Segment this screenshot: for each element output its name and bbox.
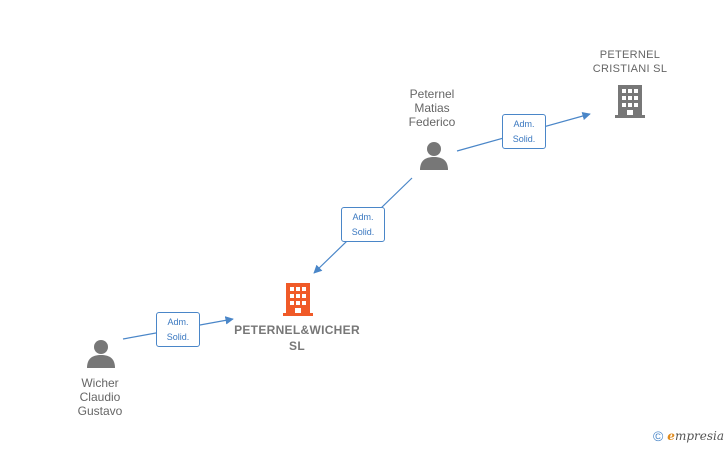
brand-logo: empresia — [667, 429, 724, 443]
company-label-peternel-wicher[interactable]: PETERNEL&WICHER SL — [234, 323, 360, 353]
footer-brand: © empresia — [653, 428, 724, 444]
person-label-wicher-claudio[interactable]: Wicher Claudio Gustavo — [77, 376, 123, 418]
person-label-peternel-matias[interactable]: Peternel Matias Federico — [408, 87, 456, 129]
person-icon[interactable] — [420, 142, 448, 170]
edge-label-matias-cristiani: Adm. Solid. — [502, 114, 546, 149]
copyright-icon: © — [652, 428, 664, 444]
company-label-peternel-cristiani[interactable]: PETERNEL CRISTIANI SL — [592, 49, 668, 75]
edge-label-claudio-peternel-wicher: Adm. Solid. — [156, 312, 200, 347]
building-icon[interactable] — [283, 283, 313, 316]
person-icon[interactable] — [87, 340, 115, 368]
edge-label-matias-peternel-wicher: Adm. Solid. — [341, 207, 385, 242]
building-icon[interactable] — [615, 85, 645, 118]
